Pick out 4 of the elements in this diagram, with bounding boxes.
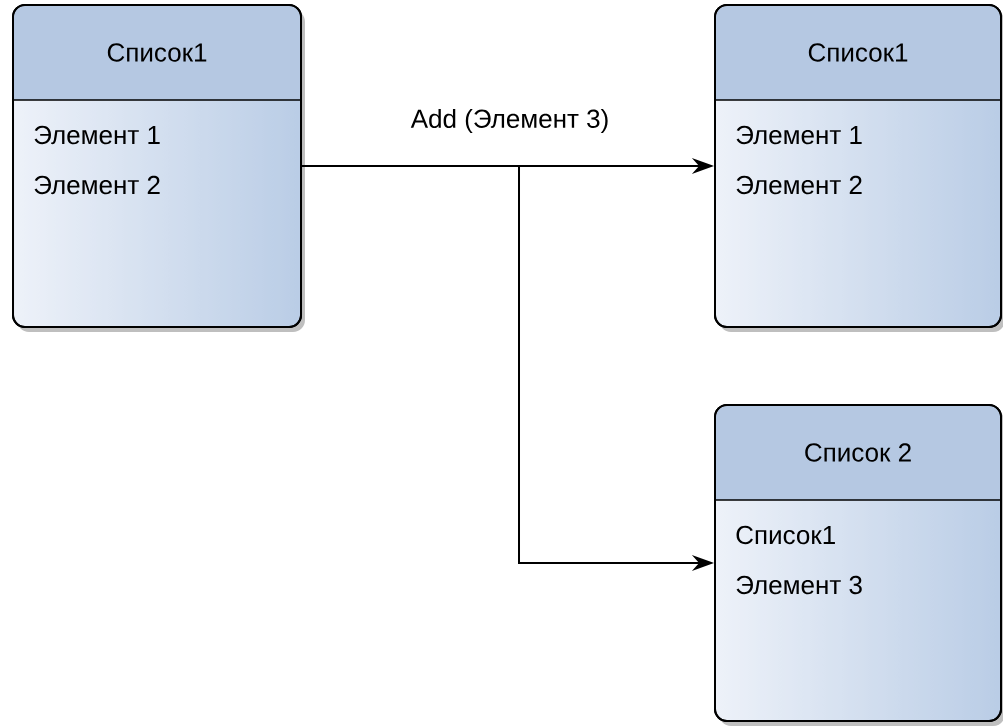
list-box: Список1 Элемент 1 Элемент 2 — [12, 4, 305, 332]
list-box: Список 2 Список1 Элемент 3 — [714, 404, 1003, 726]
list-box: Список1 Элемент 1 Элемент 2 — [714, 4, 1003, 332]
edge-label: Add (Элемент 3) — [408, 106, 612, 136]
